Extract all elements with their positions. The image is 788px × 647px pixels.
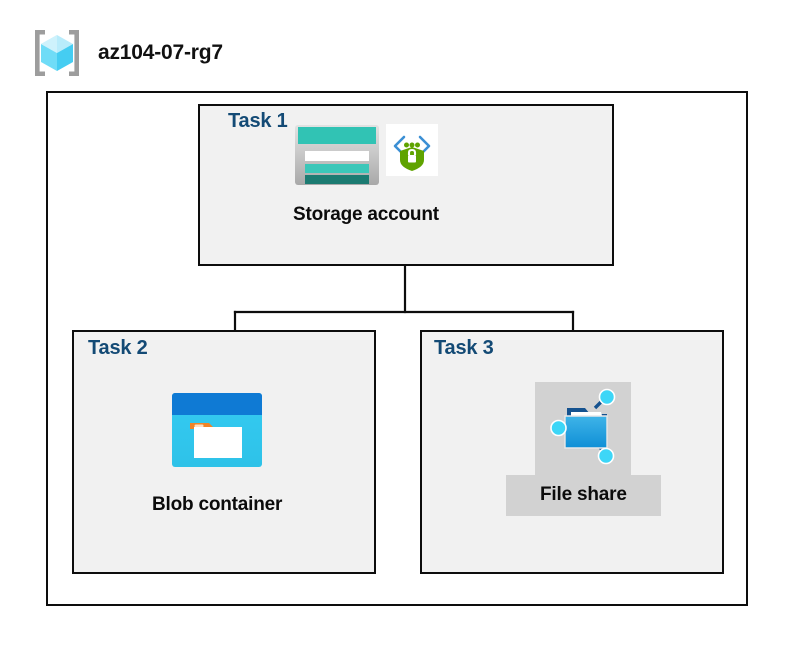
- secure-endpoint-shield-lock-icon: [385, 124, 438, 181]
- azure-file-share-folder-icon: [545, 388, 621, 471]
- node-caption-storage-account: Storage account: [293, 204, 439, 225]
- task-title-2: Task 2: [88, 337, 148, 359]
- file-share-icon-group: [535, 382, 632, 475]
- node-file-share[interactable]: File share: [506, 382, 661, 516]
- task-title-1: Task 1: [228, 110, 288, 132]
- resource-group-header: az104-07-rg7: [30, 26, 223, 80]
- node-blob-container[interactable]: Blob container: [152, 392, 282, 514]
- azure-resource-group-cube-icon: [30, 26, 84, 80]
- node-storage-account[interactable]: Storage account: [293, 124, 439, 224]
- azure-storage-account-icon: [294, 124, 380, 191]
- node-caption-file-share: File share: [506, 475, 661, 516]
- resource-group-name: az104-07-rg7: [98, 41, 223, 64]
- node-caption-blob-container: Blob container: [152, 494, 283, 515]
- task-title-3: Task 3: [434, 337, 494, 359]
- storage-account-icon-group: [294, 124, 438, 191]
- azure-blob-container-icon: [171, 392, 263, 473]
- blob-container-icon-group: [171, 392, 263, 473]
